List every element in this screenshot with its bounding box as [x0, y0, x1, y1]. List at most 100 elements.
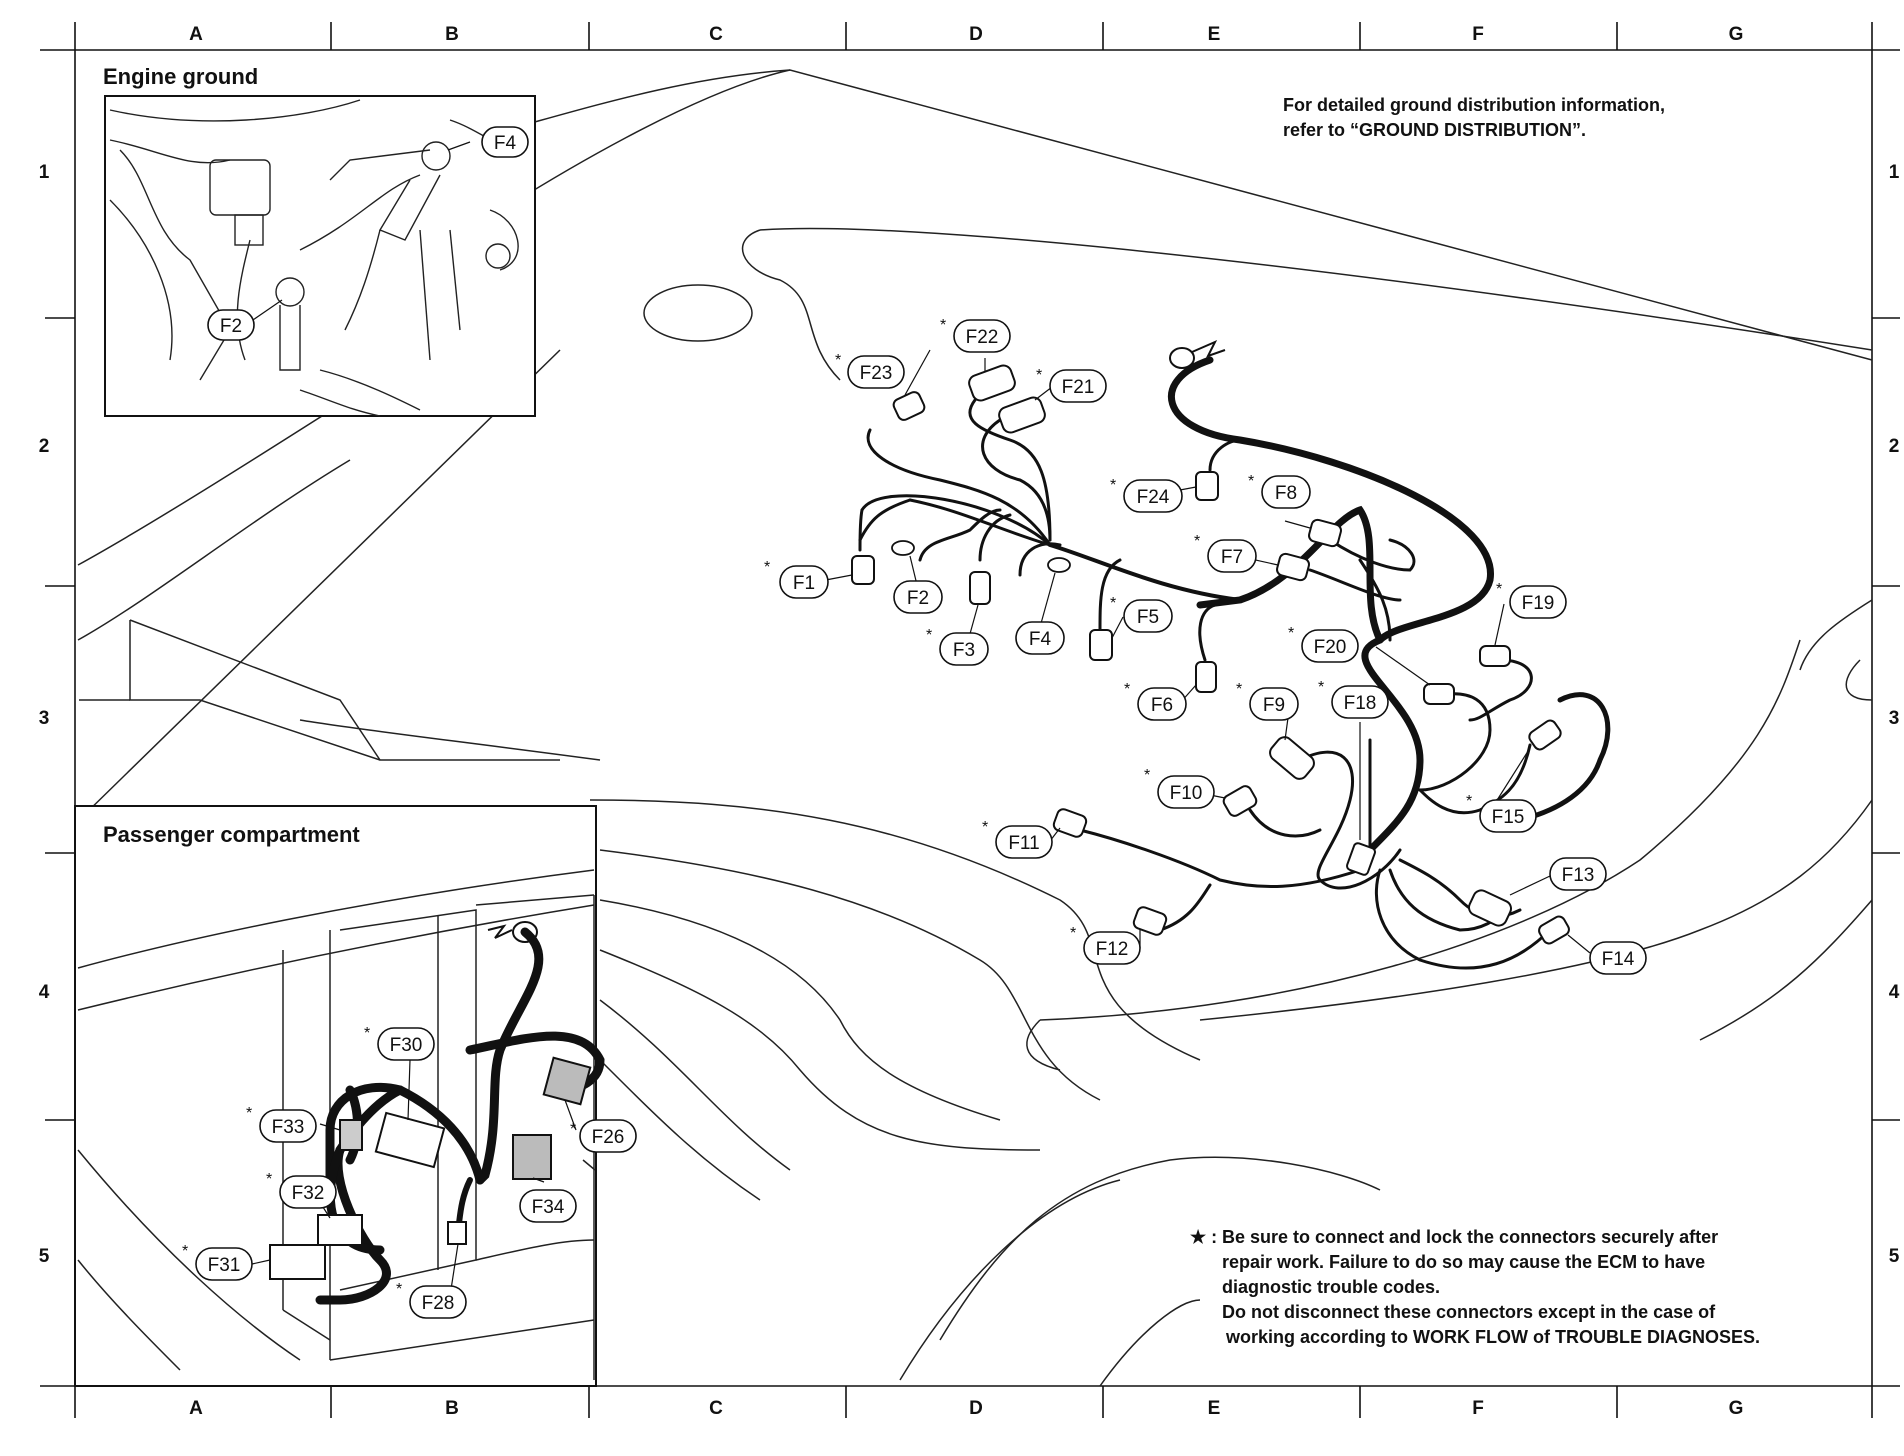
- label-f9: F9: [1263, 695, 1285, 716]
- callout-f11: * F11: [982, 819, 1053, 859]
- col-label-e: E: [1208, 24, 1221, 45]
- label-f28: F28: [422, 1293, 455, 1314]
- callout-leaders: [809, 349, 1591, 954]
- callout-f32: * F32: [266, 1171, 337, 1209]
- connector-body-f10: [1222, 785, 1258, 817]
- connector-body-f21: [998, 396, 1046, 434]
- row-labels-right: 1 2 3 4 5: [1889, 162, 1900, 1267]
- asterisk-f30: *: [364, 1025, 370, 1042]
- callout-f3: * F3: [926, 627, 989, 666]
- callout-f13: F13: [1549, 857, 1607, 891]
- passenger-connector-labels: * F30 * F33 * F26 * F32 F34: [182, 1025, 637, 1319]
- col-label-c: C: [709, 24, 723, 45]
- asterisk-f8: *: [1248, 473, 1254, 490]
- engine-harness-wires: [858, 356, 1611, 970]
- label-f11: F11: [1008, 833, 1039, 854]
- label-f3: F3: [953, 640, 975, 661]
- connector-body-f5: [1089, 629, 1113, 661]
- row-label-2-right: 2: [1889, 436, 1900, 457]
- passenger-callout-leaders: [251, 1059, 577, 1297]
- callout-f30: * F30: [364, 1025, 435, 1061]
- asterisk-f32: *: [266, 1171, 272, 1188]
- connector-body-f30: [374, 1111, 446, 1169]
- callout-f1: * F1: [764, 559, 829, 599]
- engine-inset-callout-f2: F2: [207, 299, 283, 341]
- callout-f14: F14: [1589, 941, 1647, 975]
- row-labels-left: 1 2 3 4 5: [39, 162, 50, 1267]
- row-label-5: 5: [39, 1246, 50, 1267]
- label-f14: F14: [1602, 949, 1635, 970]
- col-label-g: G: [1729, 24, 1744, 45]
- connector-body-f18: [1346, 842, 1376, 876]
- callout-f6: * F6: [1124, 681, 1187, 721]
- connector-body-f7: [1276, 552, 1310, 582]
- row-label-4-right: 4: [1889, 982, 1900, 1003]
- header-note-line1: For detailed ground distribution informa…: [1283, 95, 1665, 115]
- label-f18: F18: [1344, 693, 1377, 714]
- footer-note-line2: repair work. Failure to do so may cause …: [1222, 1252, 1705, 1272]
- asterisk-f20: *: [1288, 625, 1294, 642]
- label-f7: F7: [1221, 547, 1243, 568]
- asterisk-f23: *: [835, 352, 841, 369]
- engine-ground-illustration: [109, 99, 521, 417]
- passenger-compartment-title: Passenger compartment: [103, 822, 360, 847]
- column-labels-bottom: A B C D E F G: [189, 1398, 1743, 1419]
- row-label-1-right: 1: [1889, 162, 1900, 183]
- col-label-e-bottom: E: [1208, 1398, 1221, 1419]
- col-label-b: B: [445, 24, 459, 45]
- asterisk-f3: *: [926, 627, 932, 644]
- engine-inset-callout-f4: F4: [447, 126, 529, 158]
- asterisk-f15: *: [1466, 793, 1472, 810]
- label-f24: F24: [1137, 487, 1170, 508]
- label-f30: F30: [390, 1035, 423, 1056]
- asterisk-f6: *: [1124, 681, 1130, 698]
- callout-f18: * F18: [1318, 679, 1389, 719]
- callout-f4: F4: [1015, 621, 1065, 655]
- asterisk-f31: *: [182, 1243, 188, 1260]
- footer-note-line4: Do not disconnect these connectors excep…: [1222, 1302, 1716, 1322]
- asterisk-f26: *: [570, 1121, 576, 1138]
- col-label-f: F: [1472, 24, 1484, 45]
- vehicle-body-outline: [77, 69, 1873, 1387]
- engine-inset-f4-label: F4: [494, 133, 517, 154]
- label-f15: F15: [1492, 807, 1525, 828]
- label-f23: F23: [860, 363, 893, 384]
- label-f32: F32: [292, 1183, 325, 1204]
- connector-body-f9: [1269, 736, 1315, 780]
- label-f8: F8: [1275, 483, 1297, 504]
- footer-note: ★ : Be sure to connect and lock the conn…: [1190, 1227, 1760, 1347]
- connector-body-f23: [892, 391, 926, 421]
- engine-inset-f2-label: F2: [220, 316, 242, 337]
- label-f33: F33: [272, 1117, 305, 1138]
- asterisk-f11: *: [982, 819, 988, 836]
- connector-body-f11: [1052, 808, 1088, 838]
- connector-body-f6: [1195, 661, 1217, 693]
- label-f10: F10: [1170, 783, 1203, 804]
- connector-body-f14: [1538, 915, 1570, 945]
- row-label-5-right: 5: [1889, 1246, 1900, 1267]
- connector-body-f22: [968, 364, 1016, 402]
- label-f12: F12: [1096, 939, 1129, 960]
- header-note: For detailed ground distribution informa…: [1283, 95, 1665, 140]
- row-label-1: 1: [39, 162, 50, 183]
- col-label-f-bottom: F: [1472, 1398, 1484, 1419]
- row-label-4: 4: [39, 982, 50, 1003]
- callout-f26: * F26: [570, 1119, 637, 1153]
- col-label-a-bottom: A: [189, 1398, 203, 1419]
- engine-ground-title: Engine ground: [103, 64, 258, 89]
- label-f31: F31: [208, 1255, 241, 1276]
- label-f26: F26: [592, 1127, 625, 1148]
- connector-body-f34: [512, 1134, 552, 1180]
- asterisk-f10: *: [1144, 767, 1150, 784]
- row-label-2: 2: [39, 436, 50, 457]
- label-f34: F34: [532, 1197, 565, 1218]
- connector-body-f15: [1528, 719, 1562, 751]
- ground-strap-icon: [1169, 339, 1226, 369]
- callout-f23: * F23: [835, 352, 905, 389]
- footer-note-line3: diagnostic trouble codes.: [1222, 1277, 1440, 1297]
- asterisk-f21: *: [1036, 367, 1042, 384]
- eyelet-f2: [891, 540, 915, 556]
- footer-note-star: ★ :: [1190, 1227, 1217, 1247]
- footer-note-line1: Be sure to connect and lock the connecto…: [1222, 1227, 1718, 1247]
